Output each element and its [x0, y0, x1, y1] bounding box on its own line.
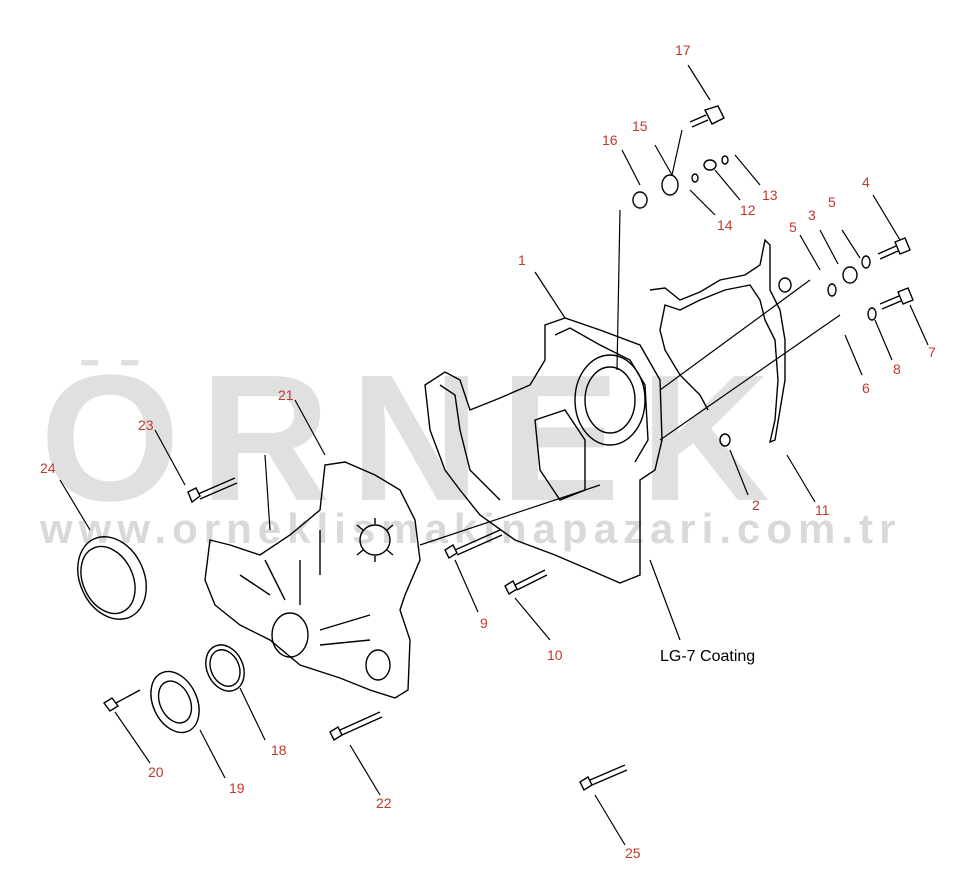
leader-lines: [59, 64, 929, 846]
callout-5b: 5: [828, 194, 836, 210]
bolt-22: [329, 711, 383, 742]
gasket-part: [649, 238, 786, 444]
bolt-7: [879, 287, 914, 310]
callout-10: 10: [547, 647, 563, 663]
callout-9: 9: [480, 615, 488, 631]
callout-11: 11: [815, 502, 830, 518]
callout-17: 17: [675, 42, 691, 58]
callout-7: 7: [928, 344, 936, 360]
washer-parts: [632, 155, 877, 447]
bolt-4: [877, 237, 911, 260]
bolt-17: [689, 105, 725, 128]
callout-15: 15: [632, 118, 648, 134]
bolt-9: [444, 529, 503, 560]
callout-14: 14: [717, 217, 733, 233]
cover-plate-part: [150, 670, 200, 734]
callout-2: 2: [752, 497, 760, 513]
callout-24: 24: [40, 460, 56, 476]
bolt-25: [579, 764, 628, 792]
callout-12: 12: [740, 202, 756, 218]
callout-4: 4: [862, 174, 870, 190]
lg7-coating-note: LG-7 Coating: [660, 648, 755, 665]
callout-23: 23: [138, 417, 154, 433]
callout-3: 3: [808, 207, 816, 223]
callout-19: 19: [229, 780, 245, 796]
callout-5a: 5: [789, 219, 797, 235]
bolt-20: [102, 689, 141, 712]
gear-housing-part: [424, 317, 663, 584]
bolt-23: [187, 477, 238, 504]
callout-25: 25: [625, 845, 641, 861]
callout-21: 21: [278, 387, 294, 403]
callout-16: 16: [602, 132, 618, 148]
callout-8: 8: [893, 361, 901, 377]
bolt-10: [504, 569, 548, 596]
callout-6: 6: [862, 380, 870, 396]
oil-seal-part: [77, 536, 147, 620]
callout-20: 20: [148, 764, 164, 780]
front-cover-part: [204, 461, 421, 699]
gear-seal-part: [356, 518, 394, 562]
o-ring-part: [205, 644, 245, 692]
callout-labels: 1 2 3 4 5 5 6 7 8 9 10 11 12 13 14 15 16…: [40, 42, 936, 861]
callout-22: 22: [376, 795, 392, 811]
callout-18: 18: [271, 742, 287, 758]
callout-1: 1: [518, 252, 526, 268]
callout-13: 13: [762, 187, 778, 203]
